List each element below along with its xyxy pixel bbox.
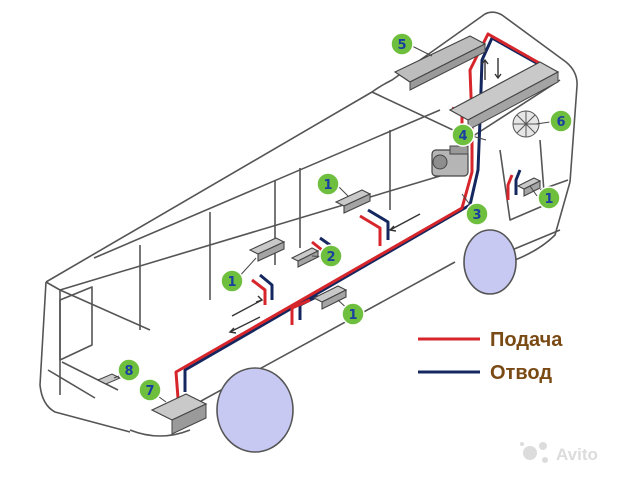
callout-circle	[220, 269, 244, 293]
legend: Подача Отвод	[418, 329, 563, 384]
callout-c1c: 1	[220, 269, 244, 293]
callout-number: 2	[326, 250, 335, 265]
callout-c1b: 1	[537, 186, 561, 210]
callout-number: 1	[227, 275, 236, 290]
callout-circle	[465, 202, 489, 226]
front-wheel-icon	[463, 229, 517, 295]
callout-number: 7	[145, 384, 154, 399]
legend-supply-label: Подача	[490, 329, 563, 351]
callout-c4: 4	[451, 123, 475, 147]
callout-c8: 8	[117, 358, 141, 382]
callout-c2: 2	[319, 244, 343, 268]
callout-circle	[138, 378, 162, 402]
rooftop-unit	[393, 35, 487, 91]
callout-circle	[341, 302, 365, 326]
flow-arrow-icon	[228, 58, 502, 334]
callout-number: 1	[323, 178, 332, 193]
callout-circle	[117, 358, 141, 382]
callout-number: 1	[348, 308, 357, 323]
watermark-text: Avito	[556, 445, 598, 464]
callout-circle	[319, 244, 343, 268]
rear-wheel-icon	[216, 367, 294, 453]
callout-c3: 3	[465, 202, 489, 226]
callout-c1a: 1	[316, 172, 340, 196]
heater-unit	[248, 177, 542, 310]
callout-number: 4	[458, 129, 467, 144]
callout-c1d: 1	[341, 302, 365, 326]
callout-circle	[316, 172, 340, 196]
callout-circle	[390, 32, 414, 56]
callout-number: 8	[124, 364, 133, 379]
callout-c7: 7	[138, 378, 162, 402]
callout-number: 6	[556, 115, 565, 130]
tank-unit	[96, 373, 122, 385]
callout-c6: 6	[549, 109, 573, 133]
callout-number: 5	[397, 38, 406, 53]
fan-icon	[512, 110, 540, 138]
watermark-dots-icon	[520, 442, 548, 463]
callout-circle	[451, 123, 475, 147]
callout-number: 1	[544, 192, 553, 207]
callout-c5: 5	[390, 32, 414, 56]
callout-circle	[549, 109, 573, 133]
boiler-unit	[150, 393, 208, 435]
callout-badges: 5 6 4 1 1 3 2 1 1 87	[117, 32, 573, 402]
callout-number: 3	[472, 208, 481, 223]
engine-icon	[431, 145, 469, 177]
watermark: Avito	[520, 442, 598, 464]
callout-circle	[537, 186, 561, 210]
legend-return-label: Отвод	[490, 362, 552, 384]
front-heater-unit	[448, 61, 560, 131]
